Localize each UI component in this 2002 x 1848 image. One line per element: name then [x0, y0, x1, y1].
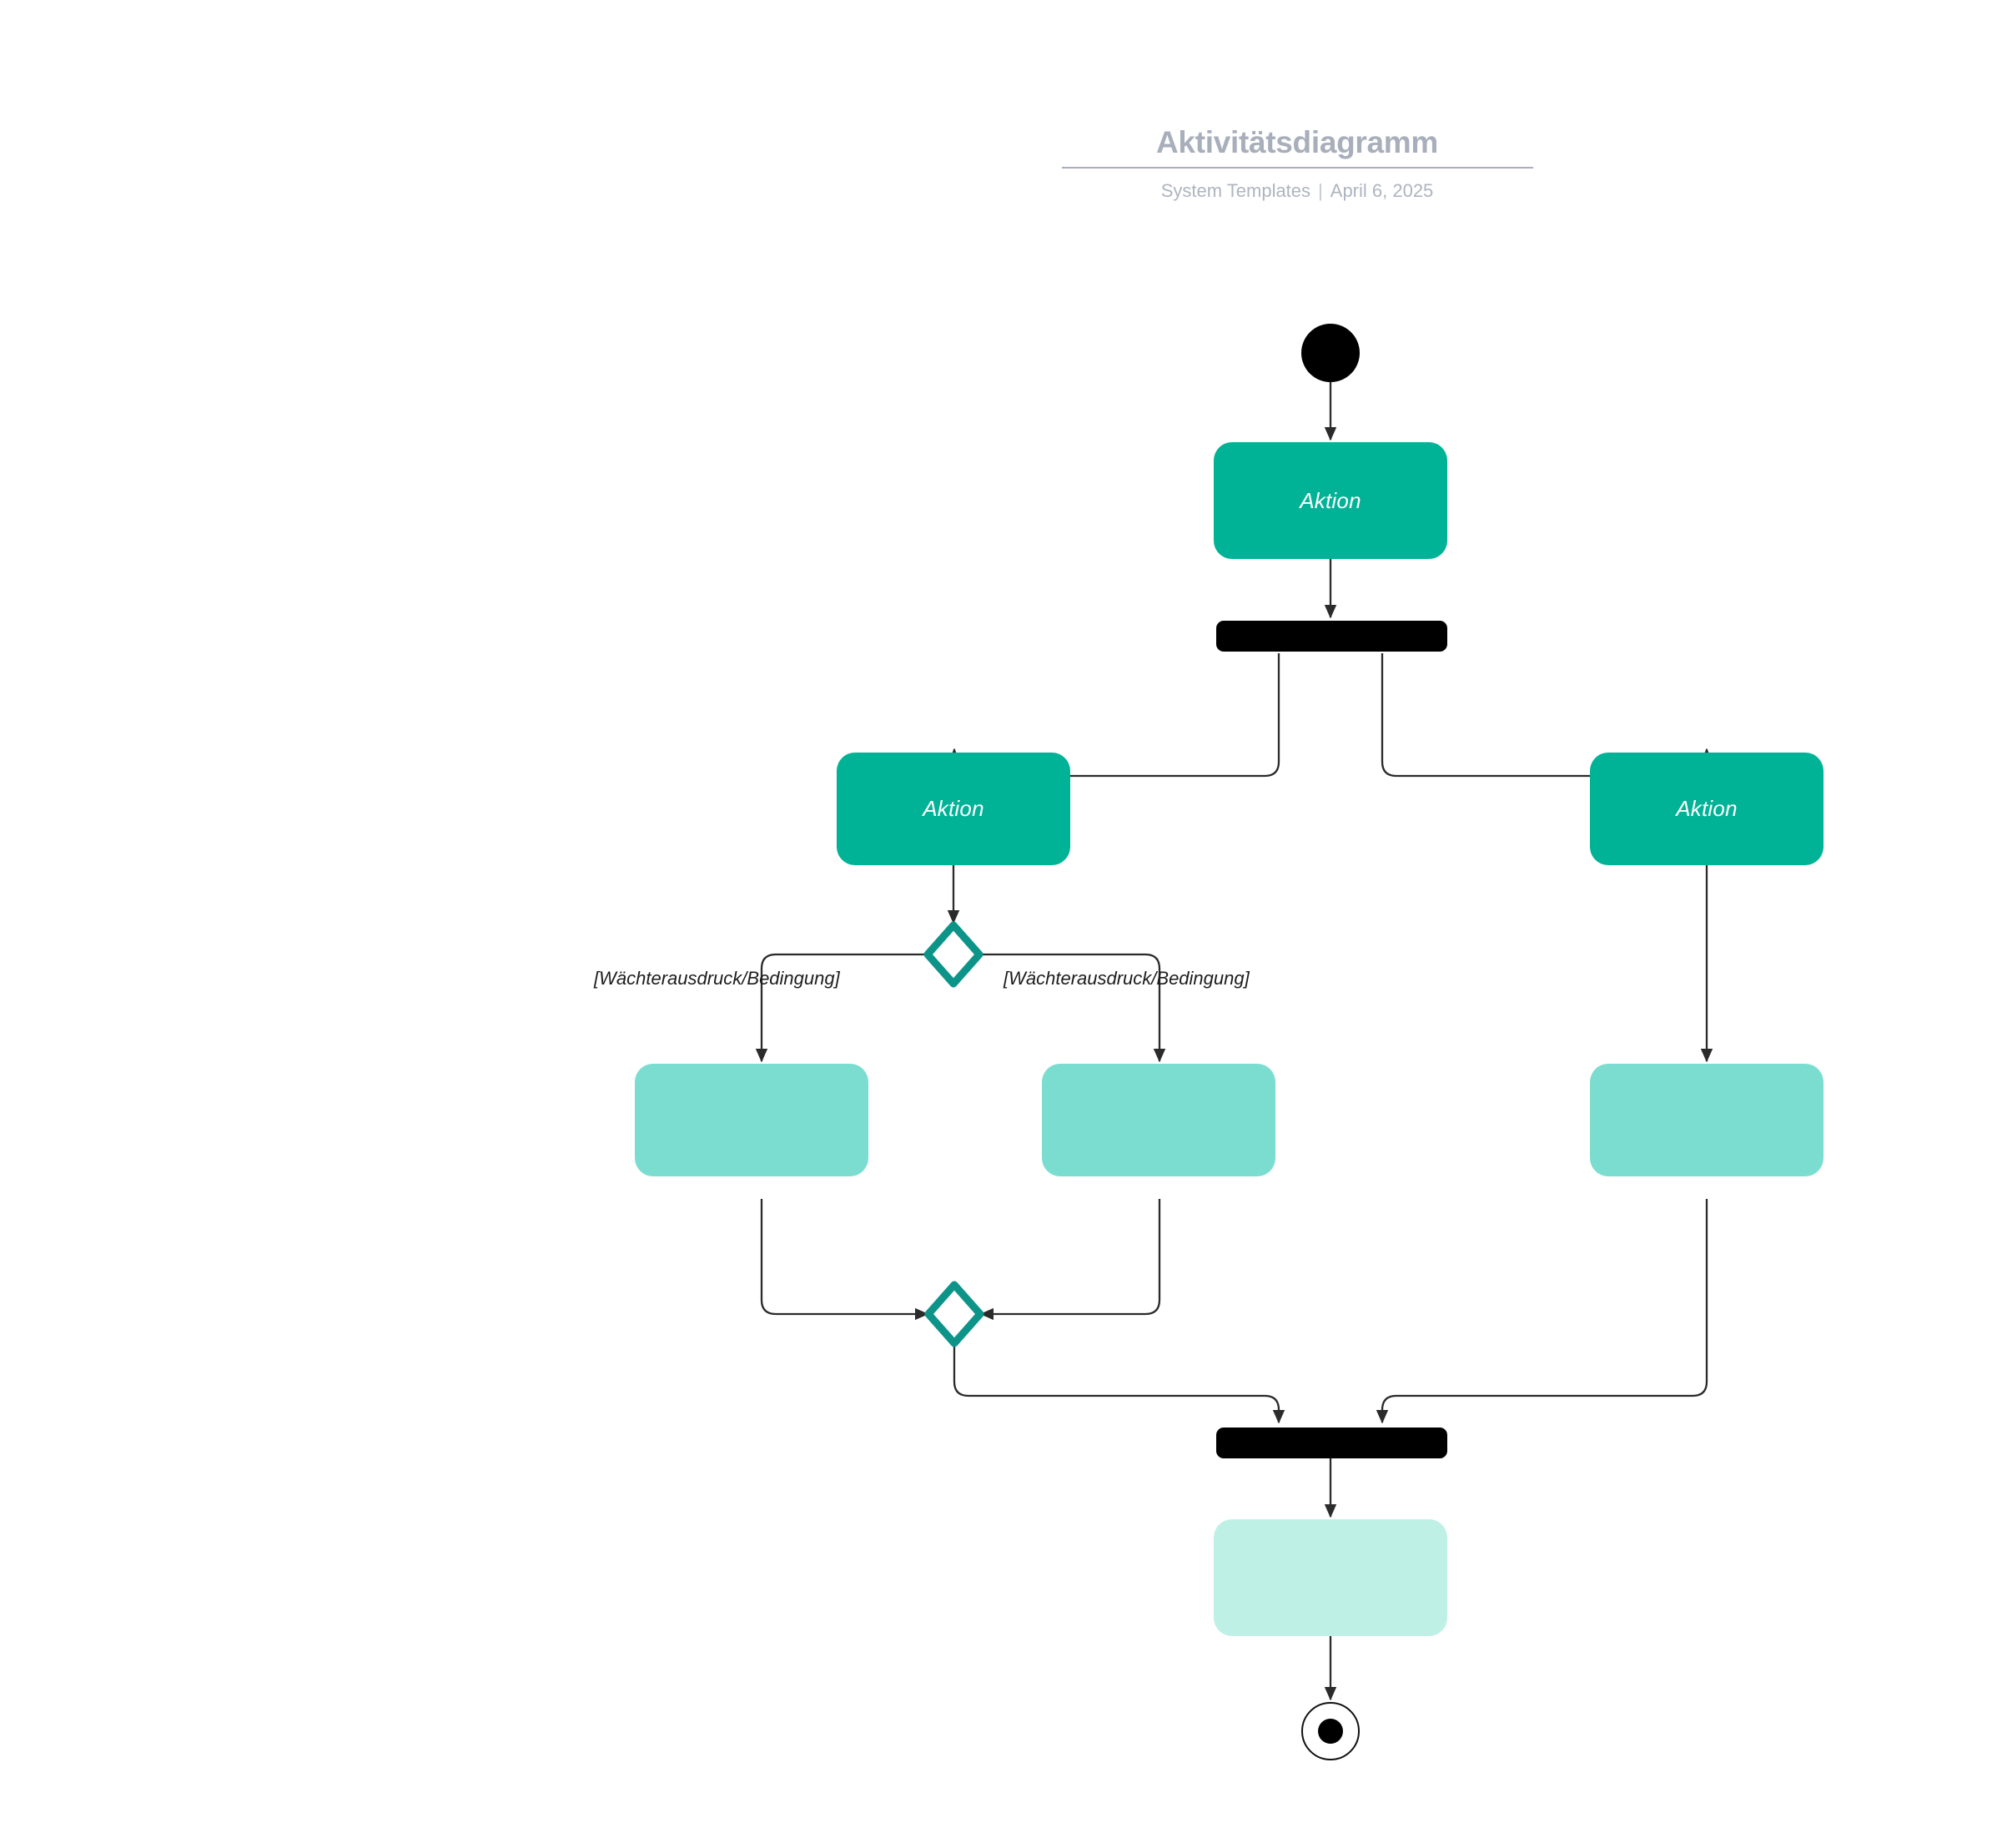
subtitle-date: April 6, 2025 [1330, 179, 1434, 201]
final-node[interactable] [1301, 1702, 1360, 1760]
decision-node-diamond[interactable] [923, 921, 983, 988]
guard-label-right: [Wächterausdruck/Bedingung] [1004, 968, 1250, 989]
merge-node-diamond[interactable] [924, 1281, 984, 1347]
action-node-2-label: Aktion [923, 796, 984, 821]
join-bar[interactable] [1216, 1428, 1447, 1458]
action-node-4[interactable] [635, 1064, 868, 1176]
page-title: Aktivitätsdiagramm [1156, 125, 1438, 159]
initial-node[interactable] [1301, 324, 1360, 382]
action-node-1-label: Aktion [1300, 487, 1361, 513]
edge-action5-to-merge [979, 1199, 1161, 1321]
action-node-3-label: Aktion [1676, 796, 1738, 821]
action-node-5[interactable] [1042, 1064, 1275, 1176]
document-header: Aktivitätsdiagramm System Templates | Apri… [1039, 125, 1556, 202]
title-divider [1061, 166, 1533, 169]
guard-label-left: [Wächterausdruck/Bedingung] [594, 968, 840, 989]
edge-merge-to-join [953, 1346, 1285, 1424]
action-node-6[interactable] [1590, 1064, 1823, 1176]
action-node-3[interactable]: Aktion [1590, 753, 1823, 865]
edge-action6-to-join [1376, 1199, 1708, 1424]
edge-action4-to-merge [760, 1199, 929, 1321]
action-node-2[interactable]: Aktion [837, 753, 1070, 865]
subtitle-source: System Templates [1160, 179, 1311, 201]
document-subtitle: System Templates | April 6, 2025 [1039, 180, 1556, 202]
action-node-1[interactable]: Aktion [1214, 442, 1447, 559]
action-node-7[interactable] [1214, 1519, 1447, 1636]
subtitle-separator: | [1318, 179, 1323, 201]
fork-bar[interactable] [1216, 621, 1447, 652]
